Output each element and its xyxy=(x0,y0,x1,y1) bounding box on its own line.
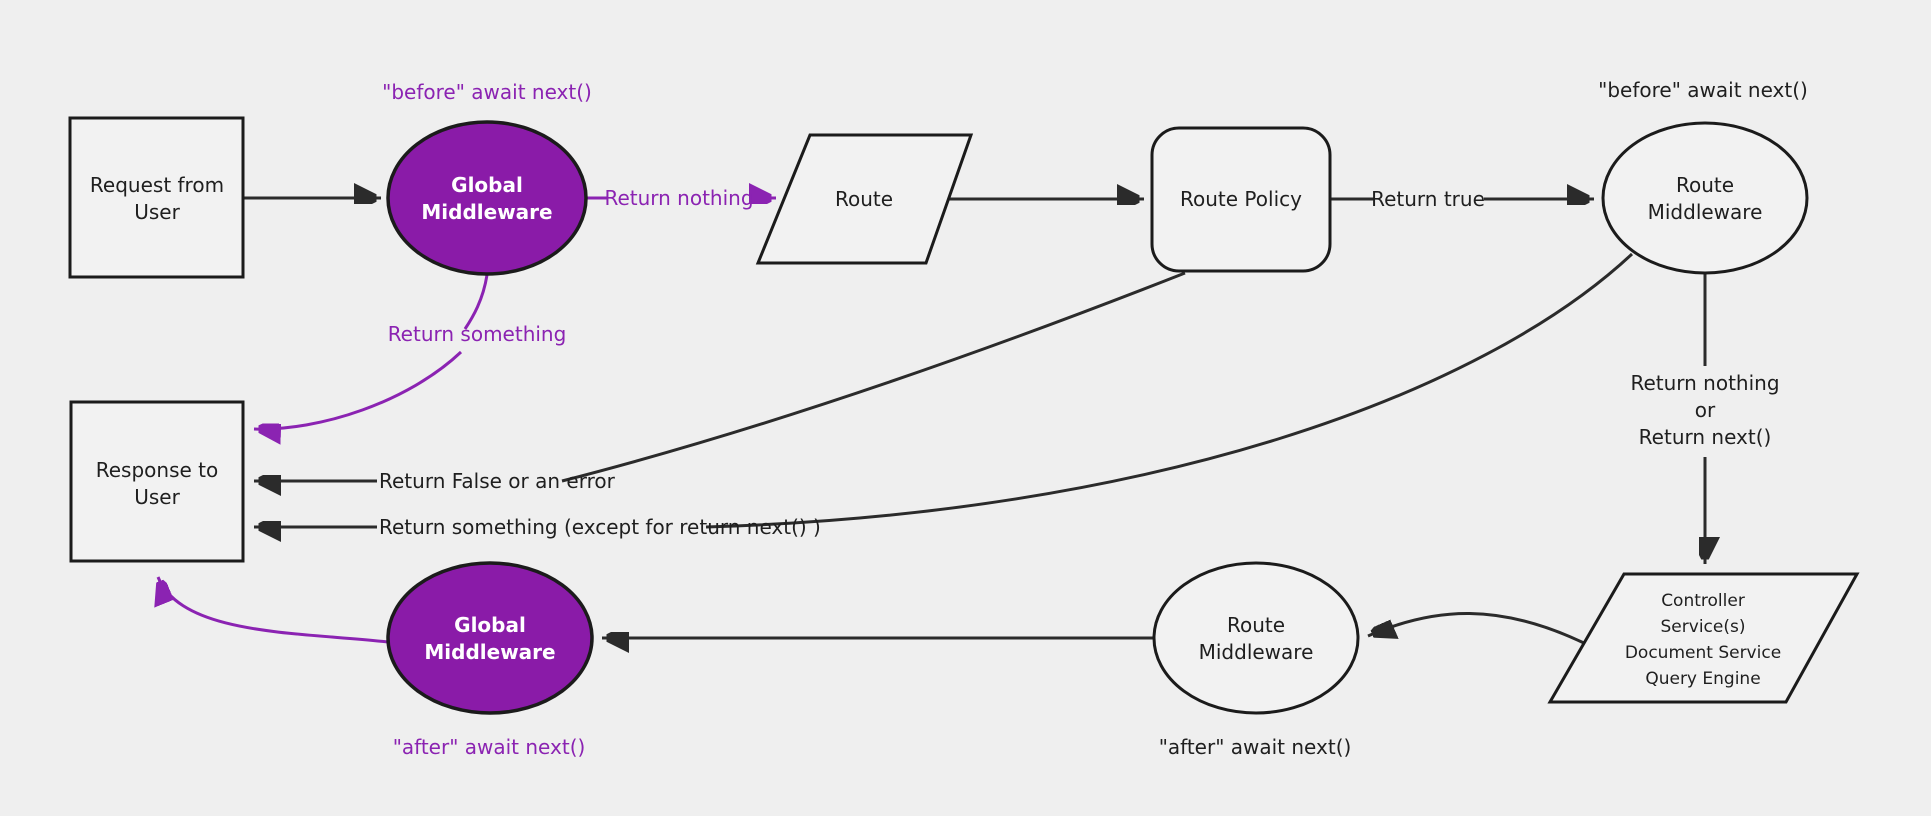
global-middleware-top-line1: Global xyxy=(451,173,523,197)
label-return-nothing-or-line3: Return next() xyxy=(1639,425,1772,449)
controller-line4: Query Engine xyxy=(1645,669,1760,689)
label-return-something-except: Return something (except for return next… xyxy=(379,515,821,539)
controller-line1: Controller xyxy=(1661,591,1745,611)
node-controller-services: Controller Service(s) Document Service Q… xyxy=(1547,572,1860,704)
route-middleware-bottom-line2: Middleware xyxy=(1199,640,1314,664)
label-before-await-next-top-right: "before" await next() xyxy=(1598,78,1808,102)
global-middleware-bottom-line2: Middleware xyxy=(424,640,555,664)
global-middleware-bottom-line1: Global xyxy=(454,613,526,637)
request-label-line1: Request from xyxy=(90,173,224,197)
edge-return-something-to-response xyxy=(253,350,463,429)
route-middleware-top-line1: Route xyxy=(1676,173,1734,197)
controller-line3: Document Service xyxy=(1625,643,1781,663)
route-middleware-top-line2: Middleware xyxy=(1648,200,1763,224)
route-policy-label: Route Policy xyxy=(1180,187,1302,211)
label-return-nothing: Return nothing xyxy=(604,186,753,210)
node-global-middleware-top: Global Middleware xyxy=(386,120,588,276)
label-before-await-next-top-left: "before" await next() xyxy=(382,80,592,104)
node-route-middleware-top: Route Middleware xyxy=(1601,121,1809,275)
edge-route-policy-to-return-false xyxy=(561,271,1186,483)
label-return-something: Return something xyxy=(388,322,567,346)
edge-global-middleware-to-response xyxy=(158,576,389,644)
node-global-middleware-bottom: Global Middleware xyxy=(386,561,594,715)
route-middleware-bottom-line1: Route xyxy=(1227,613,1285,637)
node-route-policy: Route Policy xyxy=(1150,126,1332,273)
controller-line2: Service(s) xyxy=(1661,617,1746,637)
label-return-false-or-error: Return False or an error xyxy=(379,469,616,493)
response-label-line2: User xyxy=(134,485,180,509)
label-return-nothing-or-return-next: Return nothing or Return next() xyxy=(1630,371,1779,449)
edge-controller-to-route-middleware-bottom xyxy=(1367,612,1595,650)
node-response-to-user: Response to User xyxy=(69,400,245,563)
route-label: Route xyxy=(835,187,893,211)
global-middleware-top-line2: Middleware xyxy=(421,200,552,224)
request-label-line2: User xyxy=(134,200,180,224)
label-return-nothing-or-line1: Return nothing xyxy=(1630,371,1779,395)
edge-route-middleware-to-return-something-except xyxy=(705,252,1634,529)
label-after-await-next-bottom-right: "after" await next() xyxy=(1159,735,1352,759)
edge-global-middleware-to-return-something xyxy=(463,274,489,330)
label-return-nothing-or-line2: or xyxy=(1695,398,1716,422)
node-route: Route xyxy=(755,133,974,265)
node-request-from-user: Request from User xyxy=(68,116,245,279)
node-route-middleware-bottom: Route Middleware xyxy=(1152,561,1360,715)
label-after-await-next-bottom-left: "after" await next() xyxy=(393,735,586,759)
response-label-line1: Response to xyxy=(96,458,219,482)
label-return-true: Return true xyxy=(1371,187,1485,211)
